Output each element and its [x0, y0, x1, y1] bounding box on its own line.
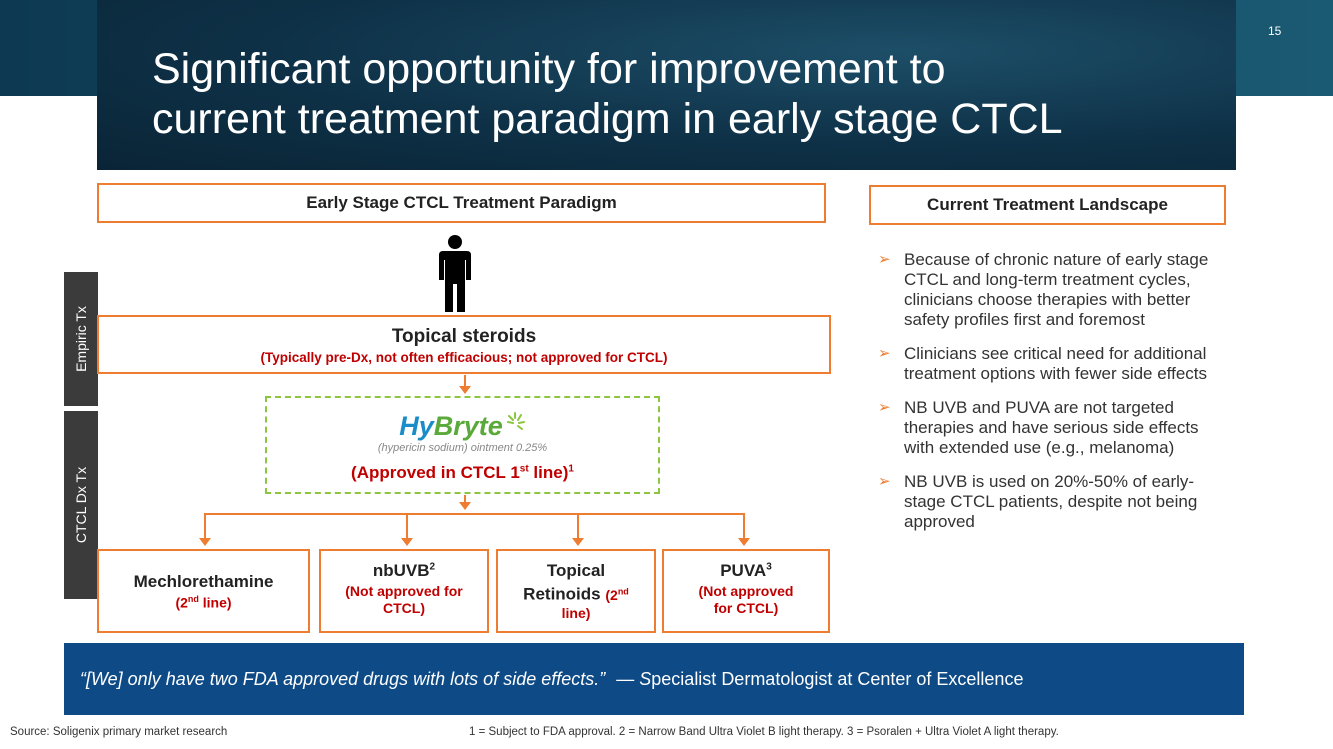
arrow-2 — [459, 502, 471, 510]
connector-opt-1 — [204, 513, 206, 539]
arrow-bullet-icon: ➢ — [878, 399, 891, 416]
arrow-bullet-icon: ➢ — [878, 345, 891, 362]
title-line-2: current treatment paradigm in early stag… — [152, 95, 1063, 143]
connector-opt-2 — [406, 513, 408, 539]
landscape-heading: Current Treatment Landscape — [869, 185, 1226, 225]
connector-1 — [464, 375, 466, 388]
arrow-1 — [459, 386, 471, 394]
sunburst-icon — [506, 412, 525, 430]
list-item: ➢Because of chronic nature of early stag… — [878, 250, 1209, 329]
steroids-box: Topical steroids (Typically pre-Dx, not … — [97, 315, 831, 374]
list-item: ➢NB UVB is used on 20%-50% of early-stag… — [878, 472, 1198, 531]
page-number: 15 — [1268, 24, 1282, 38]
side-tab-empiric: Empiric Tx — [64, 272, 98, 406]
slide-title: Significant opportunity for improvement … — [152, 44, 1212, 144]
connector-opt-3 — [577, 513, 579, 539]
option-nbuvb: nbUVB2 (Not approved for CTCL) — [319, 549, 489, 633]
paradigm-heading: Early Stage CTCL Treatment Paradigm — [97, 183, 826, 223]
hybryte-logo: HyBryte — [267, 412, 658, 440]
list-item: ➢NB UVB and PUVA are not targeted therap… — [878, 398, 1199, 457]
arrow-opt-1 — [199, 538, 211, 546]
connector-2 — [464, 495, 466, 505]
connector-opt-4 — [743, 513, 745, 539]
list-item: ➢Clinicians see critical need for additi… — [878, 344, 1208, 383]
connector-bar — [204, 513, 745, 515]
person-icon — [439, 235, 471, 312]
quote-bar: “[We] only have two FDA approved drugs w… — [64, 643, 1244, 715]
arrow-bullet-icon: ➢ — [878, 251, 891, 268]
quote-text: “[We] only have two FDA approved drugs w… — [80, 668, 606, 689]
option-topical-retinoids: Topical Retinoids (2nd line) — [496, 549, 656, 633]
arrow-opt-3 — [572, 538, 584, 546]
hybryte-box: HyBryte (hypericin sodium) ointment 0.25… — [265, 396, 660, 494]
arrow-bullet-icon: ➢ — [878, 473, 891, 490]
landscape-bullets: ➢Because of chronic nature of early stag… — [878, 250, 1223, 546]
option-puva: PUVA3 (Not approved for CTCL) — [662, 549, 830, 633]
hybryte-subtitle: (hypericin sodium) ointment 0.25% — [377, 442, 548, 454]
steroids-note: (Typically pre-Dx, not often efficacious… — [260, 350, 668, 365]
side-tab-dx: CTCL Dx Tx — [64, 411, 98, 599]
arrow-opt-4 — [738, 538, 750, 546]
title-line-1: Significant opportunity for improvement … — [152, 45, 946, 93]
hybryte-approved: (Approved in CTCL 1st line)1 — [351, 463, 574, 482]
steroids-title: Topical steroids — [391, 326, 537, 347]
footer-notes: 1 = Subject to FDA approval. 2 = Narrow … — [469, 726, 1059, 738]
footer-source: Source: Soligenix primary market researc… — [10, 726, 228, 738]
quote-attribution: pecialist Dermatologist at Center of Exc… — [651, 668, 1024, 689]
header-panel — [97, 0, 1236, 170]
option-mechlorethamine: Mechlorethamine (2nd line) — [97, 549, 310, 633]
arrow-opt-2 — [401, 538, 413, 546]
